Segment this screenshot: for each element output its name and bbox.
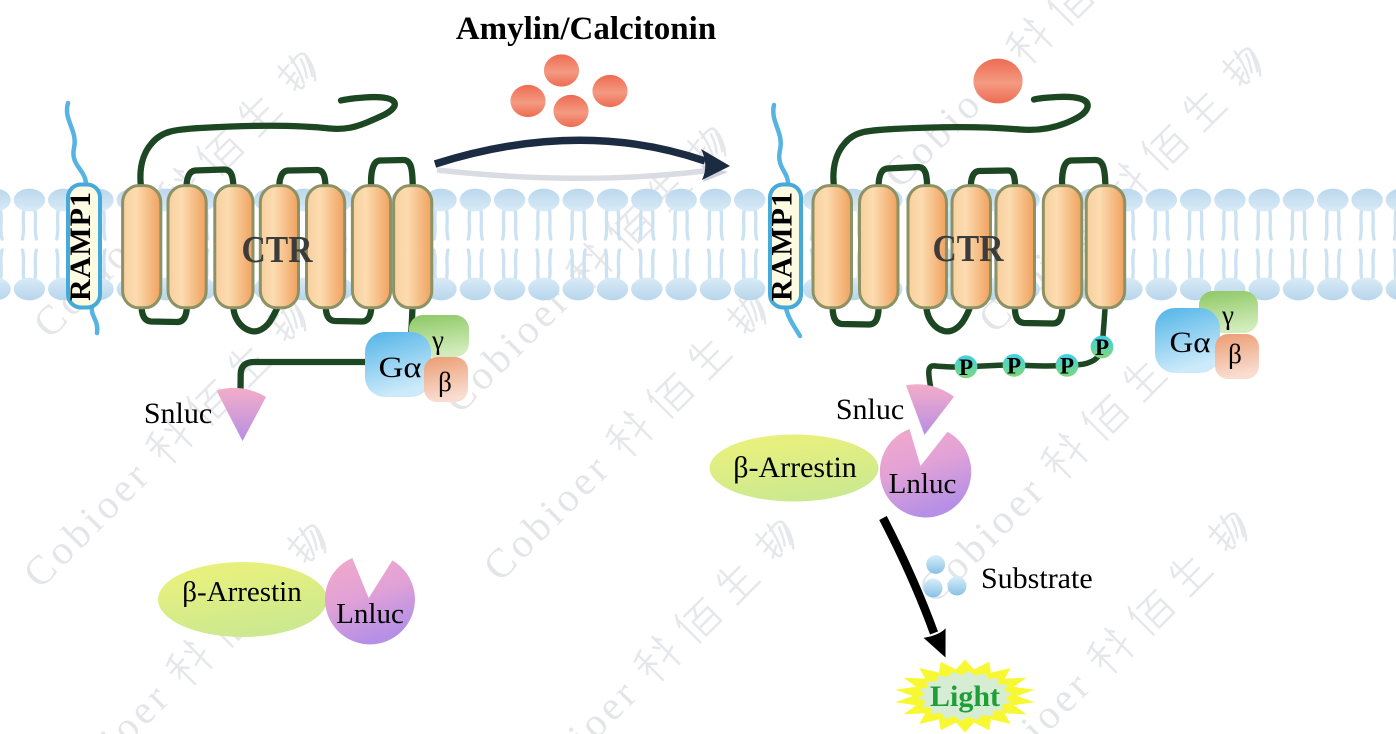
- svg-text:β-Arrestin: β-Arrestin: [733, 451, 857, 484]
- svg-text:β: β: [438, 367, 452, 397]
- svg-text:β-Arrestin: β-Arrestin: [182, 576, 302, 608]
- svg-text:Lnluc: Lnluc: [889, 468, 957, 500]
- svg-text:Gα: Gα: [1170, 326, 1211, 359]
- svg-text:β: β: [1228, 339, 1242, 369]
- svg-text:P: P: [1095, 335, 1109, 360]
- svg-text:Light: Light: [930, 680, 1000, 713]
- svg-text:P: P: [1060, 353, 1074, 378]
- svg-text:P: P: [959, 355, 973, 380]
- svg-text:γ: γ: [1221, 300, 1234, 330]
- svg-text:Snluc: Snluc: [836, 393, 904, 426]
- svg-text:Lnluc: Lnluc: [336, 598, 404, 630]
- svg-text:RAMP1: RAMP1: [64, 191, 97, 301]
- svg-text:Snluc: Snluc: [144, 397, 212, 430]
- svg-text:γ: γ: [431, 325, 444, 355]
- svg-text:Amylin/Calcitonin: Amylin/Calcitonin: [456, 11, 716, 47]
- svg-text:Gα: Gα: [379, 351, 422, 384]
- svg-text:CTR: CTR: [242, 229, 313, 271]
- svg-text:Substrate: Substrate: [981, 562, 1093, 595]
- svg-text:CTR: CTR: [933, 228, 1004, 270]
- svg-text:RAMP1: RAMP1: [766, 191, 799, 301]
- svg-text:P: P: [1007, 353, 1021, 378]
